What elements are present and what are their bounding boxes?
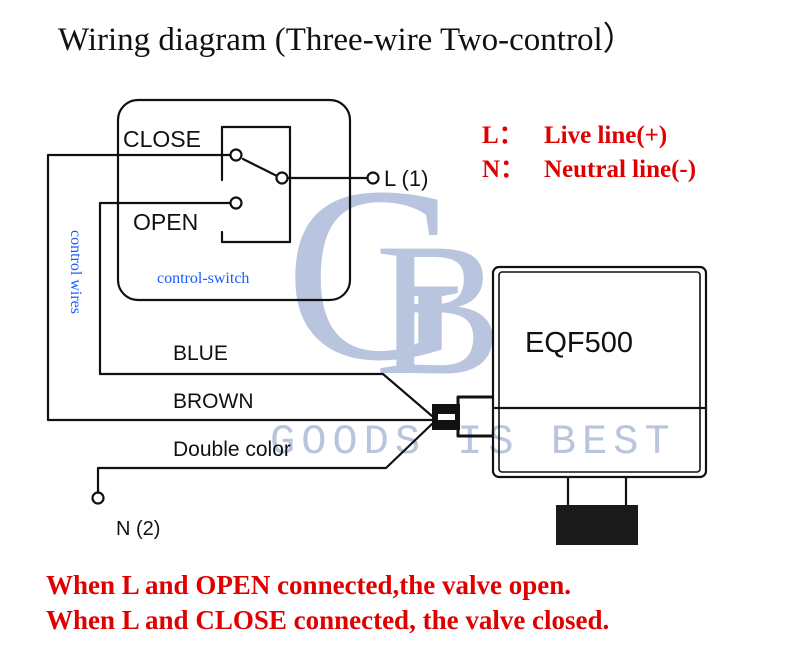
switch-blade: [241, 157, 279, 178]
device-model: EQF500: [525, 327, 633, 359]
open-wire: [98, 201, 434, 418]
control-switch-caption: control-switch: [157, 270, 250, 287]
note-close: When L and CLOSE connected, the valve cl…: [46, 605, 610, 635]
control-switch-enclosure: [116, 98, 352, 302]
wire-label-blue: BLUE: [173, 342, 228, 365]
open-label: OPEN: [133, 209, 199, 235]
live-terminal: [366, 171, 380, 185]
device-body: [491, 265, 708, 479]
valve-base: [556, 505, 638, 545]
device-stem: [566, 476, 628, 507]
wire-label-brown: BROWN: [173, 390, 254, 413]
note-open: When L and OPEN connected,the valve open…: [46, 570, 572, 600]
wire-label-double-color: Double color: [173, 438, 291, 461]
open-contact: [229, 196, 243, 210]
close-label: CLOSE: [123, 126, 201, 152]
watermark-text: GOODS IS BEST: [270, 418, 676, 466]
page-title: Wiring diagram (Three-wire Two-control）: [58, 22, 636, 58]
watermark-logo-c: G: [285, 136, 466, 413]
double-color-wire: [96, 422, 434, 494]
legend-live-text: Live line(+): [544, 122, 668, 149]
neutral-terminal: [91, 491, 105, 505]
control-wires-label: control wires: [67, 230, 84, 314]
legend-live-key: L：: [482, 122, 524, 149]
live-terminal-label: L (1): [384, 166, 429, 191]
switch-box: [220, 125, 292, 244]
common-contact: [275, 171, 289, 185]
legend-neutral-key: N：: [482, 156, 526, 183]
legend-neutral: N： Neutral line(-): [482, 149, 696, 185]
close-contact: [229, 148, 243, 162]
connector-bracket: [456, 395, 494, 438]
close-wire: [46, 153, 434, 422]
legend-neutral-text: Neutral line(-): [544, 156, 697, 183]
watermark-logo-b: B: [375, 205, 502, 415]
neutral-terminal-label: N (2): [116, 518, 161, 540]
legend-live: L： Live line(+): [482, 115, 667, 151]
